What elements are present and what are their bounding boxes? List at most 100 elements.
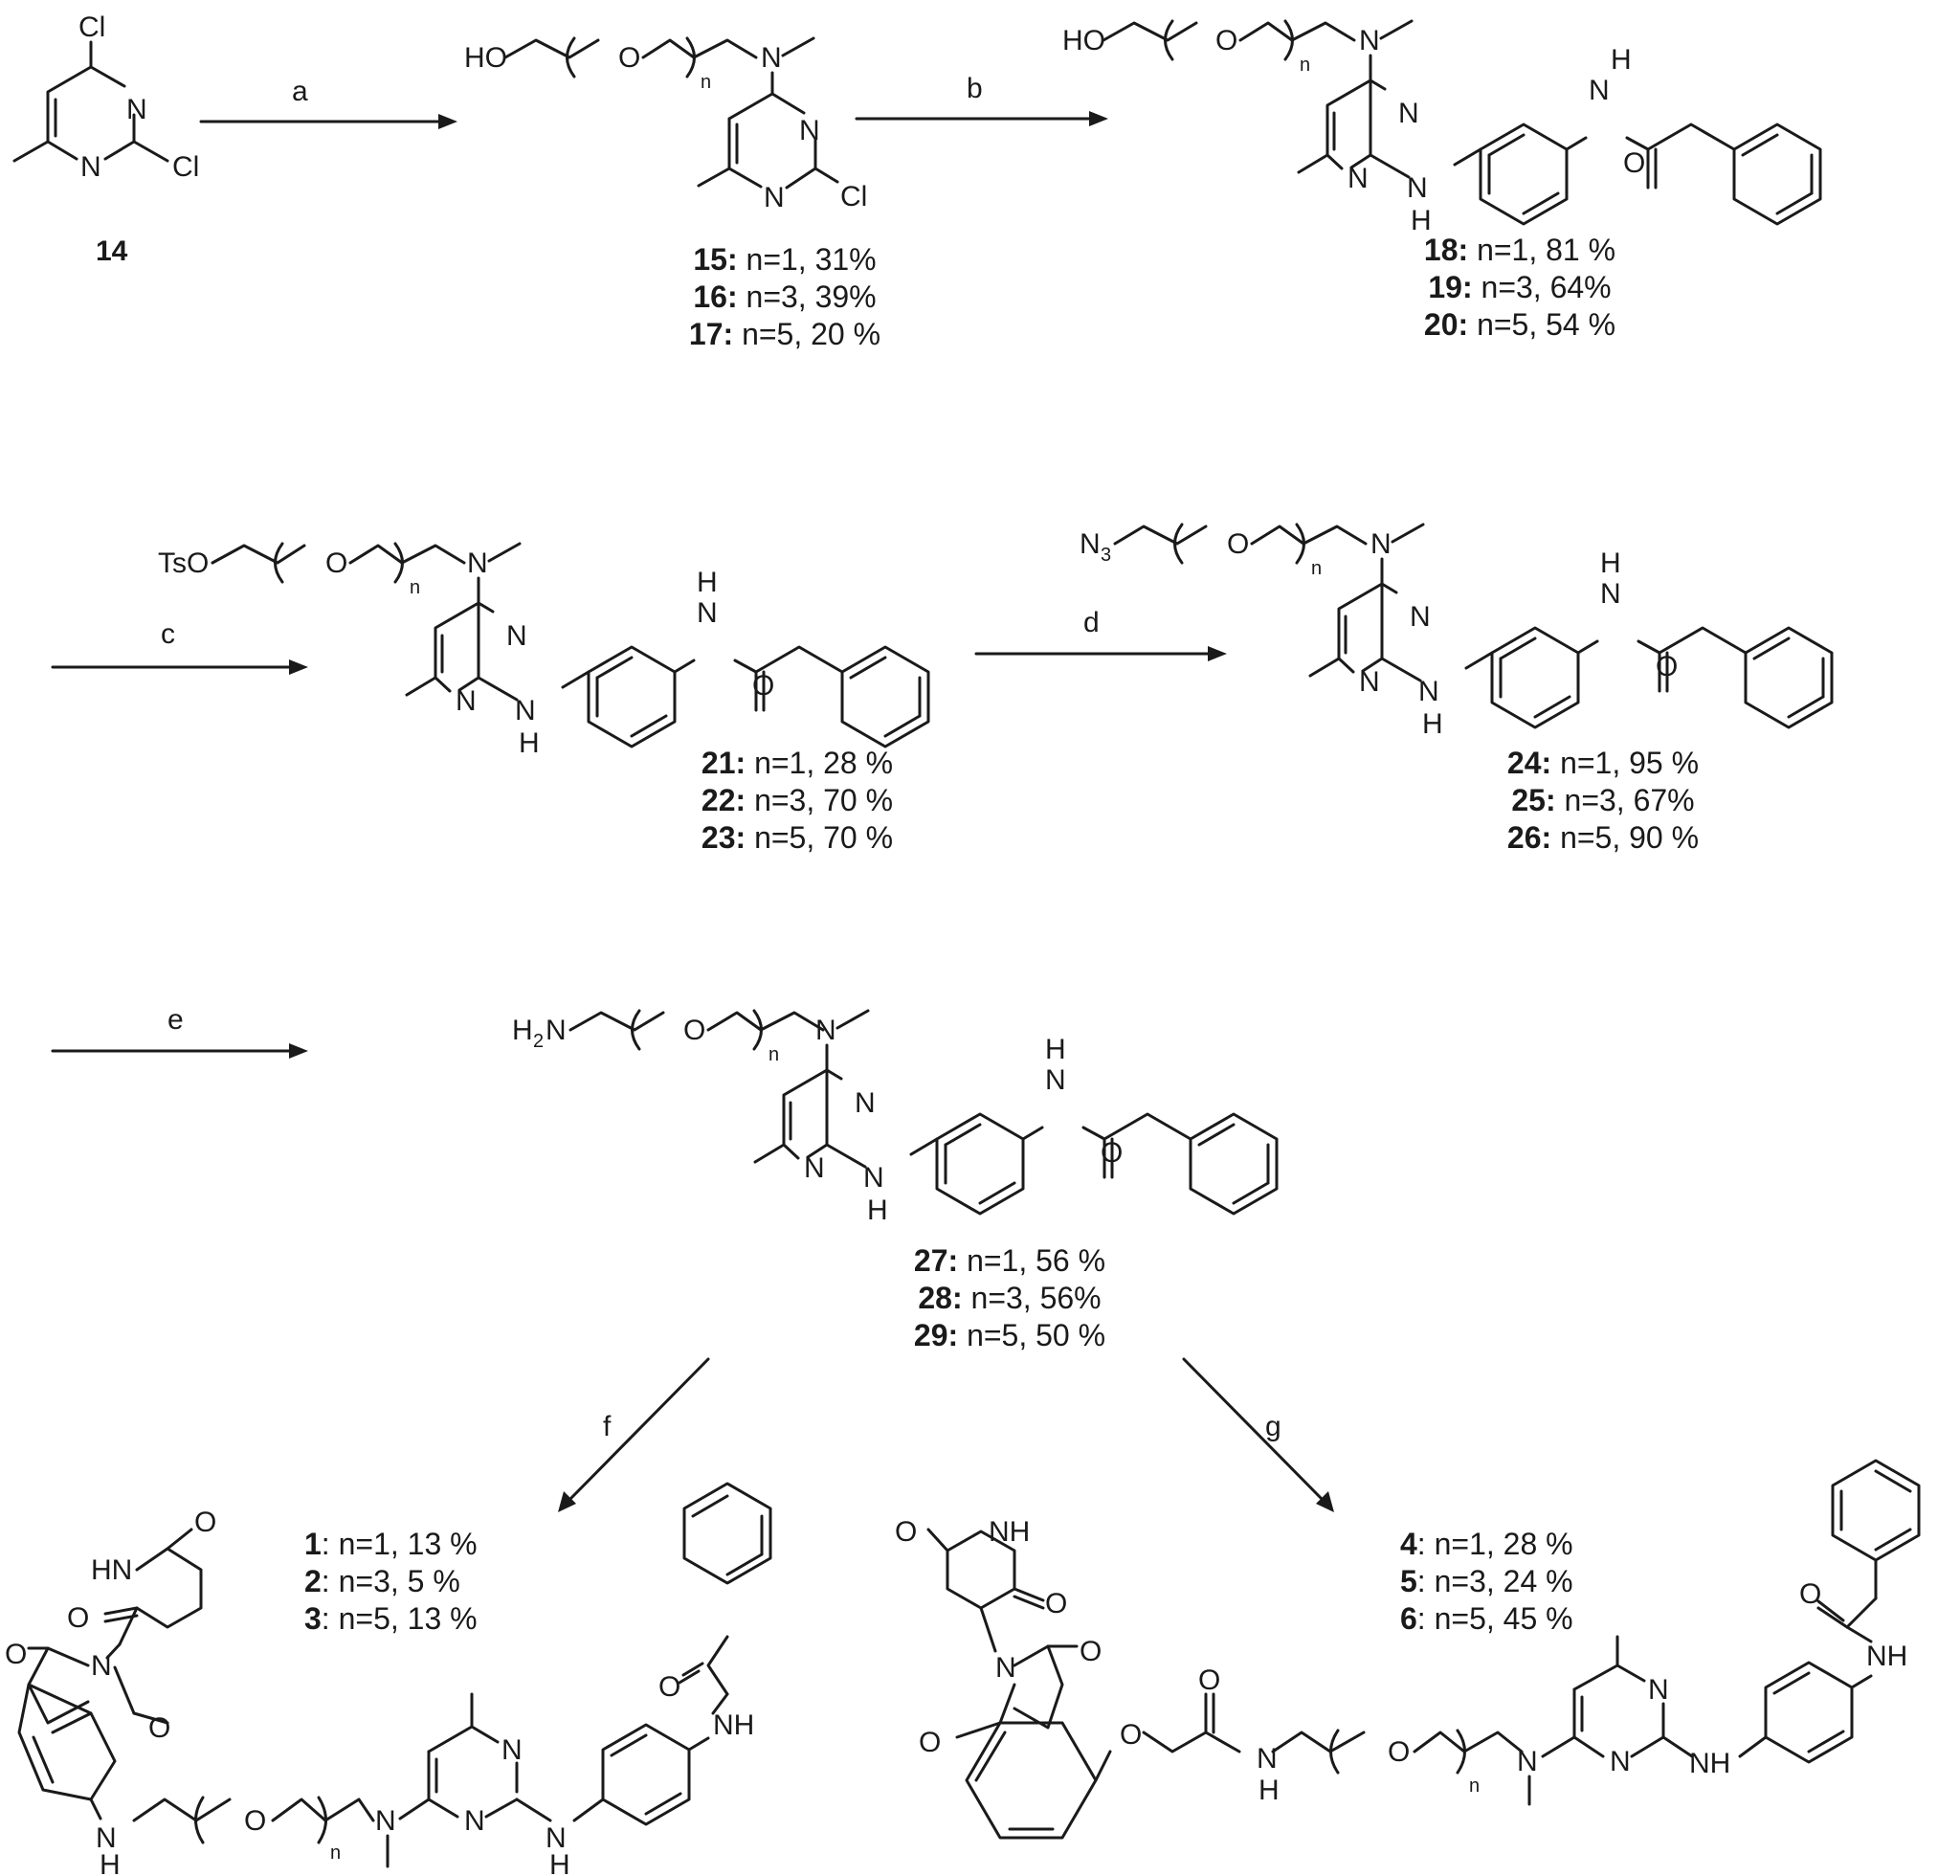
reaction-arrow-e: e — [51, 1004, 308, 1059]
atom-label-n3: N — [1080, 528, 1101, 560]
reaction-arrow-b: b — [855, 73, 1108, 126]
compound-18-20-structure: HO O n N N N N H H N O — [1062, 19, 1822, 236]
yield-row: 2: n=3, 5 % — [304, 1564, 460, 1598]
atom-label-n: N — [126, 94, 147, 125]
atom-label-n: N — [1410, 601, 1431, 633]
atom-label-o: O — [194, 1507, 216, 1538]
repeat-index-n: n — [410, 577, 420, 598]
atom-label-n: N — [1418, 676, 1439, 707]
reagent-label-e: e — [167, 1004, 184, 1036]
atom-label-o: O — [244, 1805, 266, 1837]
repeat-index-n: n — [1311, 558, 1322, 579]
atom-label-nh: NH — [989, 1516, 1030, 1548]
atom-label-h: H — [519, 727, 540, 759]
repeat-index-n: n — [768, 1044, 779, 1065]
yield-row: 18: n=1, 81 % — [1423, 233, 1616, 267]
atom-label-n: N — [815, 1015, 836, 1046]
atom-label-n: N — [506, 620, 527, 652]
atom-label-n: N — [1600, 578, 1621, 610]
atom-label-n: N — [995, 1652, 1016, 1684]
atom-label-cl: Cl — [840, 181, 867, 212]
atom-label-n: N — [1610, 1746, 1631, 1777]
atom-label-h: H — [867, 1195, 888, 1226]
reaction-arrow-f: f — [558, 1357, 710, 1512]
atom-label-n: N — [1359, 666, 1380, 698]
reagent-label-d: d — [1083, 607, 1100, 638]
yield-row: 5: n=3, 24 % — [1400, 1564, 1573, 1598]
atom-label-h: H — [1411, 205, 1432, 236]
compound-14-label: 14 — [96, 235, 128, 267]
yield-row: 1: n=1, 13 % — [304, 1527, 478, 1561]
atom-label-n: N — [546, 1822, 567, 1854]
compound-15-17-structure: HO O n N N N Cl — [464, 36, 867, 213]
yield-row: 23: n=5, 70 % — [701, 820, 894, 855]
atom-label-n: N — [91, 1650, 112, 1682]
atom-label-n: N — [1348, 163, 1369, 194]
yield-row: 25: n=3, 67% — [1511, 783, 1695, 817]
compound-21-23-structure: TsO O n N N N N H H N O — [158, 542, 930, 759]
atom-label-n: N — [804, 1152, 825, 1184]
atom-label-nh: NH — [1866, 1641, 1907, 1672]
atom-label-n: N — [761, 42, 782, 74]
atom-label-h: H — [1258, 1775, 1280, 1806]
atom-label-cl: Cl — [78, 11, 105, 43]
atom-label-o: O — [1227, 528, 1249, 560]
compound-1-3-structure: HN O O N O O N H O n N N N — [5, 1482, 772, 1876]
atom-label-o: O — [618, 42, 640, 74]
atom-label-h: H — [1045, 1034, 1066, 1065]
atom-label-h: H — [1600, 547, 1621, 579]
atom-label-o: O — [1045, 1588, 1067, 1619]
atom-label-n: N — [375, 1805, 396, 1837]
yield-row: 4: n=1, 28 % — [1400, 1527, 1573, 1561]
reagent-label-a: a — [292, 76, 308, 107]
yield-caption-18-20: 18: n=1, 81 % 19: n=3, 64% 20: n=5, 54 % — [1386, 232, 1654, 344]
atom-label-o: O — [1799, 1578, 1821, 1610]
atom-label-n: N — [96, 1822, 117, 1854]
atom-label-n: N — [863, 1162, 884, 1194]
yield-caption-4-6: 4: n=1, 28 % 5: n=3, 24 % 6: n=5, 45 % — [1400, 1526, 1573, 1638]
atom-label-tso: TsO — [158, 547, 209, 579]
yield-caption-24-26: 24: n=1, 95 % 25: n=3, 67% 26: n=5, 90 % — [1469, 745, 1737, 857]
atom-label-o: O — [752, 670, 774, 702]
atom-label-o: O — [1198, 1664, 1220, 1696]
atom-label-n: N — [697, 597, 718, 629]
repeat-index-n: n — [701, 72, 711, 93]
compound-24-26-structure: N 3 O n N N N N H H N O — [1080, 523, 1834, 740]
atom-label-h2n-n: N — [546, 1015, 567, 1046]
yield-row: 26: n=5, 90 % — [1506, 820, 1700, 855]
yield-row: 21: n=1, 28 % — [701, 746, 894, 780]
atom-label-n: N — [464, 1805, 485, 1837]
yield-row: 28: n=3, 56% — [918, 1281, 1102, 1315]
atom-label-o: O — [1215, 25, 1237, 56]
atom-label-o: O — [1101, 1137, 1123, 1169]
compound-4-6-structure: O NH O N O O O O N H O n N — [895, 1459, 1921, 1840]
atom-label-o: O — [325, 547, 347, 579]
yield-row: 22: n=3, 70 % — [701, 783, 894, 817]
yield-caption-15-17: 15: n=1, 31% 16: n=3, 39% 17: n=5, 20 % — [660, 241, 909, 353]
yield-caption-27-29: 27: n=1, 56 % 28: n=3, 56% 29: n=5, 50 % — [876, 1242, 1144, 1354]
reaction-arrow-d: d — [974, 607, 1227, 661]
atom-label-o: O — [1656, 651, 1678, 682]
atom-label-o: O — [895, 1516, 917, 1548]
yield-caption-21-23: 21: n=1, 28 % 22: n=3, 70 % 23: n=5, 70 … — [663, 745, 931, 857]
atom-label-n: N — [80, 151, 101, 183]
repeat-index-n: n — [1300, 55, 1310, 76]
compound-27-29-structure: H 2 N O n N N N N H H N O — [512, 1009, 1279, 1226]
atom-label-n: N — [1045, 1064, 1066, 1096]
atom-label-h2n: H — [512, 1015, 533, 1046]
atom-label-hn: HN — [91, 1554, 132, 1586]
atom-label-n: N — [1359, 25, 1380, 56]
atom-label-cl: Cl — [172, 151, 199, 183]
atom-label-n3-subscript: 3 — [1101, 545, 1111, 566]
yield-row: 19: n=3, 64% — [1428, 270, 1612, 304]
atom-label-n: N — [501, 1734, 523, 1766]
atom-label-ho: HO — [464, 42, 507, 74]
atom-label-n: N — [855, 1087, 876, 1119]
atom-label-o: O — [919, 1727, 941, 1758]
repeat-index-n: n — [1469, 1776, 1480, 1797]
yield-row: 20: n=5, 54 % — [1423, 307, 1616, 342]
atom-label-o: O — [5, 1639, 27, 1670]
atom-label-h: H — [697, 567, 718, 598]
atom-label-nh: NH — [1689, 1748, 1730, 1779]
